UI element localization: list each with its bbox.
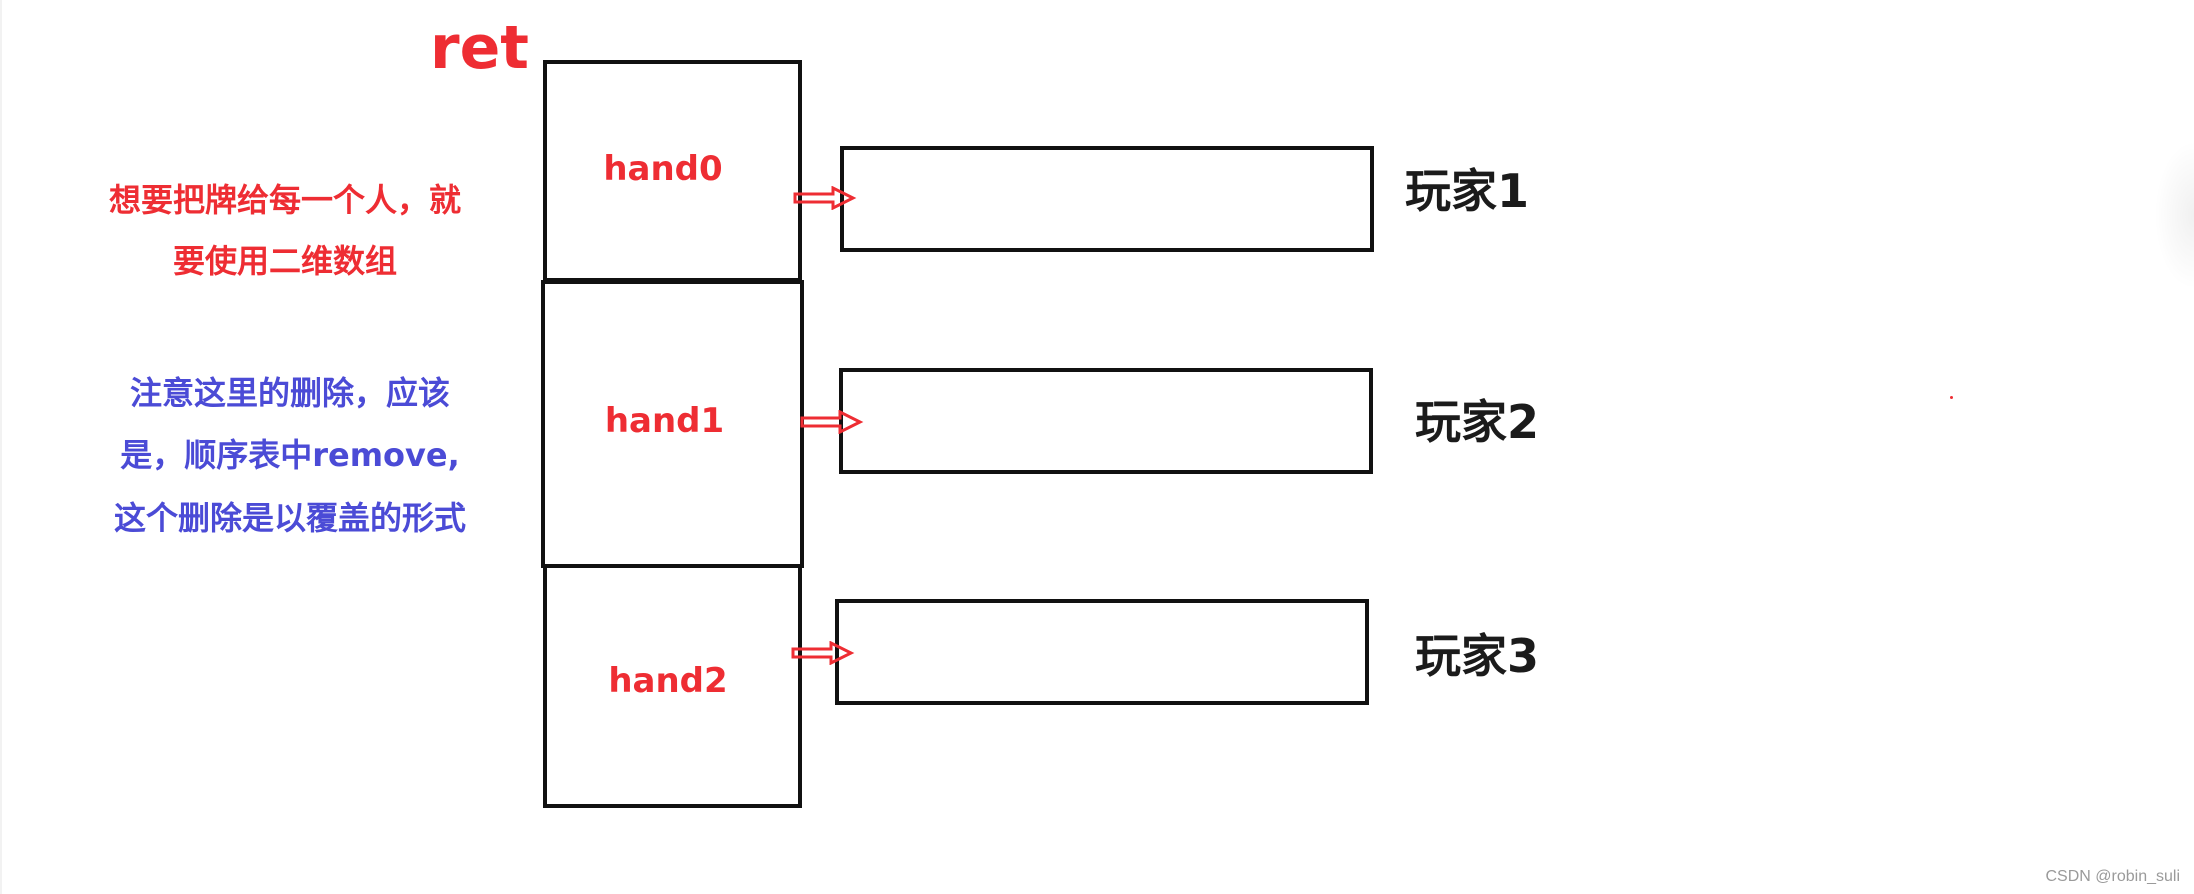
player-box-1 (840, 146, 1374, 252)
note-blue-line: 是，顺序表中remove, (120, 436, 460, 475)
hand-label: hand1 (604, 401, 725, 441)
ret-label: ret (430, 13, 529, 83)
note-blue-line: 注意这里的删除，应该 (129, 374, 450, 412)
double-line-right-arrow-icon (793, 186, 857, 210)
note-blue-line: 这个删除是以覆盖的形式 (113, 498, 466, 537)
player-box-2 (839, 368, 1373, 474)
note-red: 想要把牌给每一个人，就 要使用二维数组 (80, 170, 490, 292)
watermark: CSDN @robin_suli (2045, 868, 2180, 885)
player-label: 玩家3 (1415, 629, 1540, 683)
ret-cell-hand2 (543, 564, 802, 808)
edge-shadow (2154, 140, 2194, 290)
player-label: 玩家2 (1415, 395, 1540, 449)
player-label: 玩家1 (1405, 164, 1530, 218)
left-border (0, 0, 2, 894)
player-box-3 (835, 599, 1369, 705)
hand-label: hand2 (608, 661, 728, 701)
note-blue: 注意这里的删除，应该 是，顺序表中remove, 这个删除是以覆盖的形式 (70, 362, 510, 549)
double-line-right-arrow-icon (800, 410, 864, 434)
note-red-line: 想要把牌给每一个人，就 (108, 181, 461, 219)
note-red-line: 要使用二维数组 (172, 241, 397, 280)
stray-dot (1950, 396, 1953, 399)
double-line-right-arrow-icon (791, 641, 855, 665)
hand-label: hand0 (603, 149, 723, 189)
